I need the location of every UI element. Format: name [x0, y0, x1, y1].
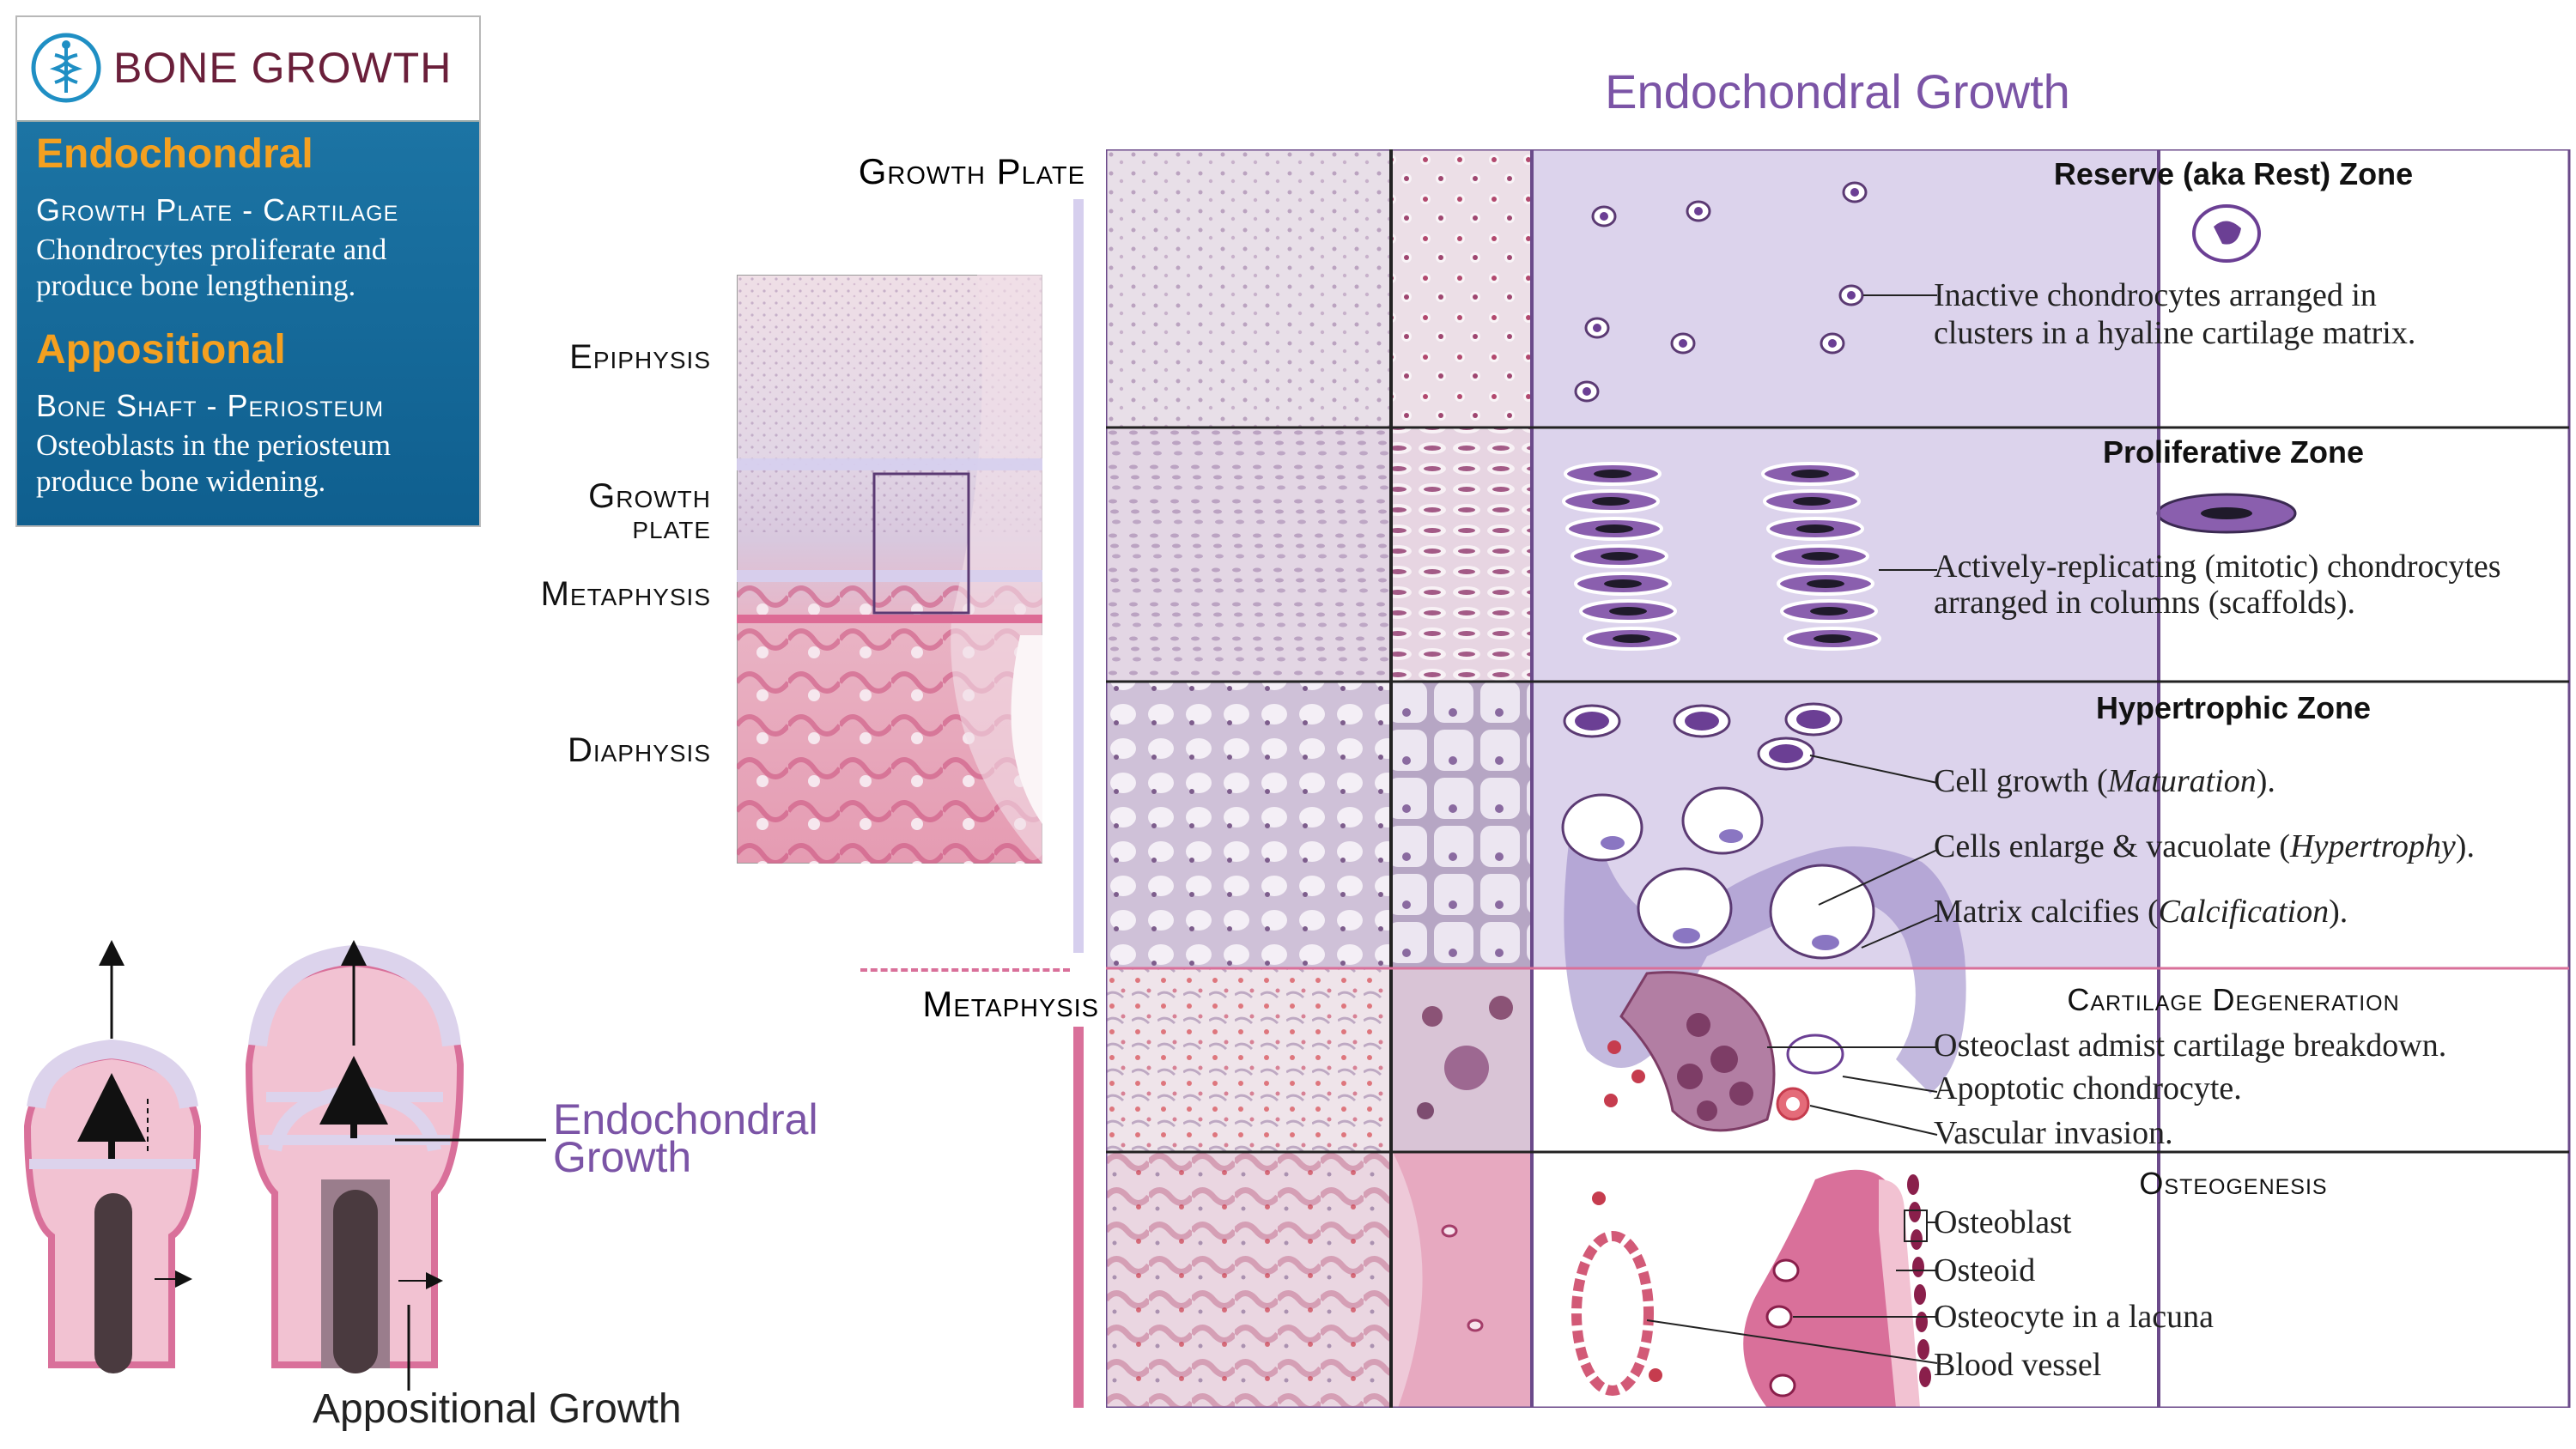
- hypertrophic-line-3: Matrix calcifies (Calcification).: [1934, 894, 2348, 930]
- info-card: BONE GROWTH Endochondral Growth Plate - …: [15, 15, 481, 527]
- hypertrophic-line-1: Cell growth (Maturation).: [1934, 763, 2275, 799]
- column-label-metaphysis: Metaphysis: [922, 984, 1099, 1024]
- reserve-zone-title: Reserve (aka Rest) Zone: [2053, 156, 2414, 191]
- degeneration-line-1: Osteoclast admist cartilage breakdown.: [1934, 1028, 2447, 1064]
- endochondral-heading: Endochondral: [36, 131, 313, 177]
- proliferative-zone-text-1: Actively-replicating (mitotic) chondrocy…: [1934, 549, 2501, 585]
- label-growth-plate-2: plate: [632, 508, 711, 546]
- growth-plate-bar: [1073, 199, 1084, 953]
- proliferative-zone-title: Proliferative Zone: [2102, 434, 2365, 470]
- appositional-heading: Appositional: [36, 327, 286, 373]
- card-header: BONE GROWTH: [17, 17, 479, 122]
- card-title: BONE GROWTH: [113, 44, 453, 92]
- label-metaphysis: Metaphysis: [540, 575, 711, 613]
- reserve-zone-text-1: Inactive chondrocytes arranged in: [1934, 277, 2377, 313]
- metaphysis-dashed-line: [860, 968, 1070, 972]
- bone-growth-schematic: [23, 940, 546, 1391]
- label-diaphysis: Diaphysis: [567, 731, 711, 769]
- card-body: Endochondral Growth Plate - Cartilage Ch…: [17, 122, 479, 525]
- osteogenesis-line-2: Osteoid: [1934, 1252, 2036, 1288]
- zone-panels: [1106, 149, 2571, 1408]
- schematic-appositional-label: Appositional Growth: [313, 1386, 682, 1432]
- reserve-zone-text-2: clusters in a hyaline cartilage matrix.: [1934, 315, 2416, 351]
- osteogenesis-line-3: Osteocyte in a lacuna: [1934, 1299, 2215, 1335]
- column-label-growth-plate: Growth Plate: [858, 151, 1085, 191]
- caduceus-icon: [31, 33, 101, 103]
- endochondral-text: Chondrocytes proliferate and produce bon…: [36, 233, 387, 302]
- appositional-text: Osteoblasts in the periosteum produce bo…: [36, 428, 392, 498]
- schematic-endochondral-label-2: Growth: [553, 1133, 692, 1181]
- hypertrophic-zone-title: Hypertrophic Zone: [2095, 690, 2372, 725]
- degeneration-zone-title: Cartilage Degeneration: [2067, 982, 2400, 1017]
- main-title: Endochondral Growth: [1605, 64, 2070, 118]
- hypertrophic-line-2: Cells enlarge & vacuolate (Hypertrophy).: [1934, 828, 2475, 864]
- endochondral-subheading: Growth Plate - Cartilage: [36, 192, 399, 227]
- osteogenesis-line-1: Osteoblast: [1934, 1204, 2072, 1240]
- osteogenesis-line-4: Blood vessel: [1934, 1347, 2102, 1383]
- appositional-subheading: Bone Shaft - Periosteum: [36, 388, 385, 423]
- label-growth-plate-1: Growth: [588, 477, 711, 515]
- schematic-endochondral-label-1: Endochondral: [553, 1095, 818, 1143]
- degeneration-line-2: Apoptotic chondrocyte.: [1934, 1070, 2242, 1106]
- metaphysis-bar: [1073, 1027, 1084, 1408]
- osteogenesis-zone-title: Osteogenesis: [2139, 1166, 2328, 1201]
- label-epiphysis: Epiphysis: [569, 338, 711, 376]
- degeneration-line-3: Vascular invasion.: [1934, 1115, 2173, 1151]
- bone-histology-overview: [737, 275, 1042, 864]
- proliferative-zone-text-2: arranged in columns (scaffolds).: [1934, 585, 2356, 621]
